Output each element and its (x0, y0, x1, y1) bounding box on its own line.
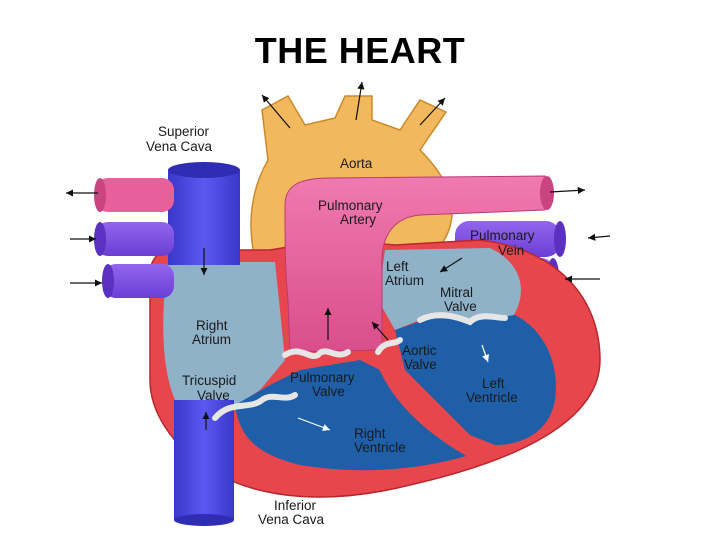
label-pulmonary-vein: Pulmonary Vein (470, 228, 538, 258)
label-tricuspid-valve: Tricuspid Valve (182, 373, 240, 403)
left-pulmonary-vessels (94, 178, 174, 298)
right-ventricle-chamber (235, 360, 470, 471)
septum (372, 340, 480, 458)
pulmonary-valve (282, 348, 351, 360)
label-mitral-valve: Mitral Valve (440, 285, 477, 314)
pulmonary-artery-vessel (284, 175, 554, 353)
label-inferior-vena-cava: Inferior Vena Cava (258, 498, 325, 527)
label-right-ventricle: Right Ventricle (354, 426, 406, 455)
label-pulmonary-valve: Pulmonary Valve (290, 370, 358, 399)
right-atrium-chamber (163, 262, 285, 420)
valves (212, 312, 508, 421)
label-aortic-valve: Aortic Valve (402, 343, 440, 372)
left-ventricle-chamber (395, 315, 556, 445)
label-aorta: Aorta (340, 156, 373, 171)
flow-arrows (66, 81, 611, 430)
label-left-atrium: Left Atrium (385, 259, 424, 288)
label-pulmonary-artery: Pulmonary Artery (318, 198, 386, 227)
flow-arrows-white (297, 344, 489, 431)
tricuspid-valve (212, 392, 298, 421)
left-atrium-chamber (378, 248, 521, 330)
mitral-valve (417, 312, 508, 326)
page-title: THE HEART (254, 30, 466, 71)
vena-cava-vessel (168, 162, 240, 526)
label-superior-vena-cava: Superior Vena Cava (146, 124, 213, 154)
label-left-ventricle: Left Ventricle (466, 376, 518, 405)
aortic-valve (375, 337, 403, 355)
label-right-atrium: Right Atrium (192, 318, 231, 347)
